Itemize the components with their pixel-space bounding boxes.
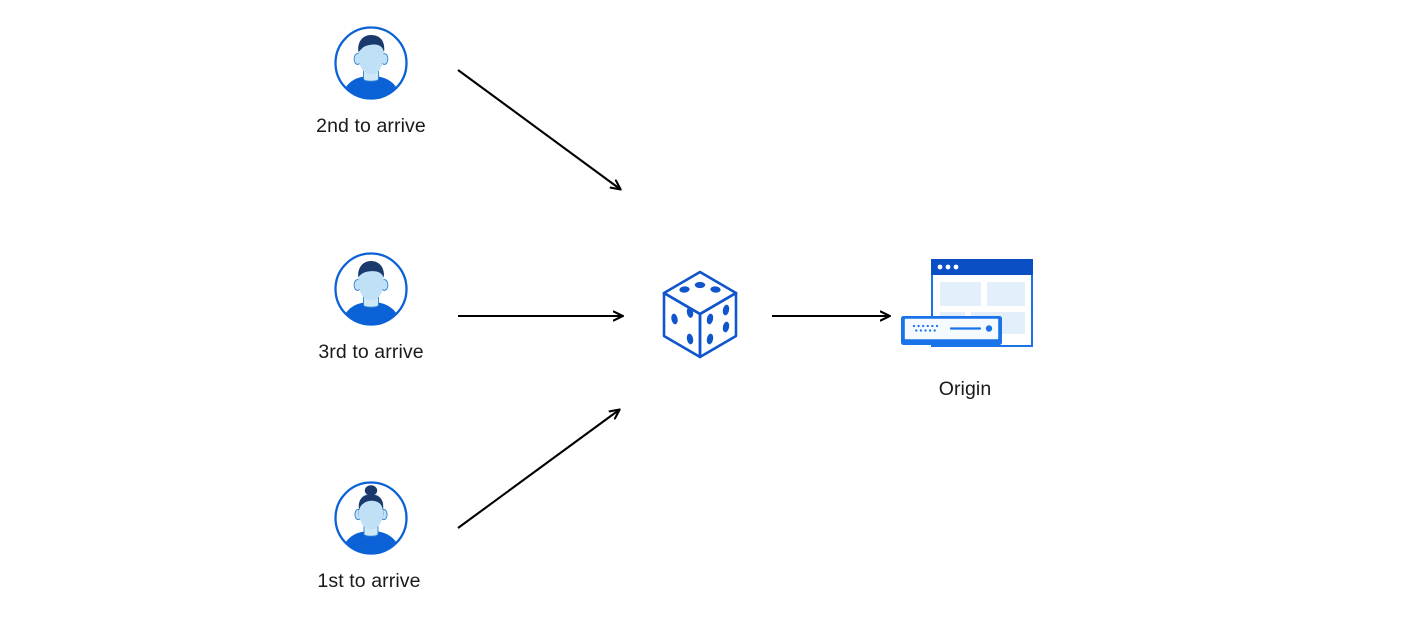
- client-label-bottom: 1st to arrive: [317, 570, 421, 592]
- client-avatar-bottom[interactable]: [332, 479, 410, 557]
- client-label-top: 2nd to arrive: [316, 115, 426, 137]
- avatar-male-short-hair-icon: [334, 252, 408, 326]
- random-balancer-node[interactable]: [657, 267, 743, 363]
- arrow-bottom-to-dice: [457, 410, 619, 529]
- avatar-female-bun-hair-icon: [334, 481, 408, 555]
- client-avatar-middle[interactable]: [332, 250, 410, 328]
- client-avatar-top[interactable]: [332, 24, 410, 102]
- arrow-top-to-dice: [457, 69, 620, 189]
- origin-label: Origin: [938, 378, 992, 400]
- dice-icon: [662, 270, 738, 359]
- server-device-icon: [901, 316, 1002, 345]
- avatar-male-short-hair-icon: [334, 26, 408, 100]
- origin-node[interactable]: [896, 256, 1036, 361]
- browser-server-icon: [901, 259, 1033, 347]
- client-label-middle: 3rd to arrive: [318, 341, 424, 363]
